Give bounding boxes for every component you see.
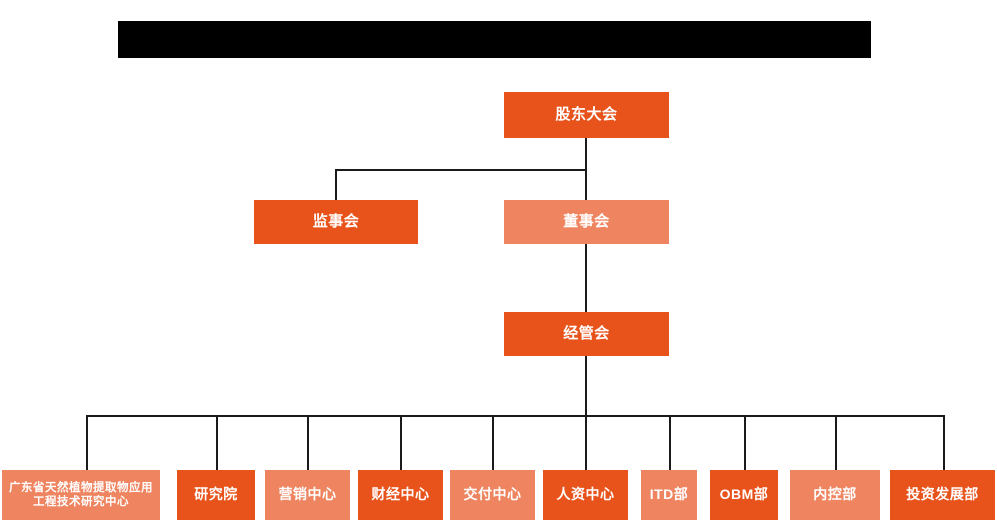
org-node-supervisors[interactable]: 监事会 xyxy=(254,200,418,244)
connector-directors-to-management xyxy=(585,244,587,312)
org-node-label-itd-dept: ITD部 xyxy=(649,486,689,503)
connector-drop-delivery-center xyxy=(492,415,494,471)
connector-level2-bus xyxy=(335,169,587,171)
org-node-label-obm-dept: OBM部 xyxy=(719,486,769,503)
org-node-label-finance-center: 财经中心 xyxy=(371,486,430,503)
connector-drop-investment-dev-dept xyxy=(943,415,945,471)
org-node-label-gd-research-center: 广东省天然植物提取物应用工程技术研究中心 xyxy=(9,481,153,508)
connector-drop-marketing-center xyxy=(307,415,309,471)
connector-drop-itd-dept xyxy=(669,415,671,471)
org-node-gd-research-center[interactable]: 广东省天然植物提取物应用工程技术研究中心 xyxy=(2,470,160,520)
redacted-title-bar xyxy=(118,21,871,58)
org-node-label-investment-dev-dept: 投资发展部 xyxy=(906,486,979,503)
org-node-shareholders[interactable]: 股东大会 xyxy=(504,92,669,138)
org-node-research-institute[interactable]: 研究院 xyxy=(177,470,255,520)
org-node-label-directors: 董事会 xyxy=(563,212,610,230)
org-node-marketing-center[interactable]: 营销中心 xyxy=(265,470,350,520)
connector-level4-bus xyxy=(86,415,944,417)
org-node-label-marketing-center: 营销中心 xyxy=(278,486,337,503)
connector-drop-obm-dept xyxy=(744,415,746,471)
connector-drop-finance-center xyxy=(400,415,402,471)
org-node-label-research-institute: 研究院 xyxy=(194,486,238,503)
connector-supervisors-drop xyxy=(335,169,337,201)
org-node-investment-dev-dept[interactable]: 投资发展部 xyxy=(890,470,995,520)
org-node-delivery-center[interactable]: 交付中心 xyxy=(450,470,535,520)
org-node-label-delivery-center: 交付中心 xyxy=(463,486,522,503)
org-node-obm-dept[interactable]: OBM部 xyxy=(710,470,778,520)
org-node-label-supervisors: 监事会 xyxy=(312,212,360,230)
org-node-management[interactable]: 经管会 xyxy=(504,312,669,356)
org-node-itd-dept[interactable]: ITD部 xyxy=(641,470,697,520)
connector-drop-research-institute xyxy=(216,415,218,471)
connector-shareholders-down xyxy=(585,138,587,170)
org-node-label-management: 经管会 xyxy=(563,324,610,342)
org-node-label-shareholders: 股东大会 xyxy=(555,105,618,123)
connector-drop-gd-research-center xyxy=(86,415,88,471)
connector-drop-internal-control-dept xyxy=(835,415,837,471)
connector-drop-hr-center xyxy=(585,415,587,471)
connector-management-down xyxy=(585,356,587,417)
org-node-internal-control-dept[interactable]: 内控部 xyxy=(790,470,880,520)
org-node-directors[interactable]: 董事会 xyxy=(504,200,669,244)
org-node-finance-center[interactable]: 财经中心 xyxy=(358,470,443,520)
org-node-label-internal-control-dept: 内控部 xyxy=(813,486,857,503)
org-node-hr-center[interactable]: 人资中心 xyxy=(543,470,628,520)
connector-directors-drop xyxy=(585,169,587,201)
org-node-label-hr-center: 人资中心 xyxy=(556,486,615,503)
